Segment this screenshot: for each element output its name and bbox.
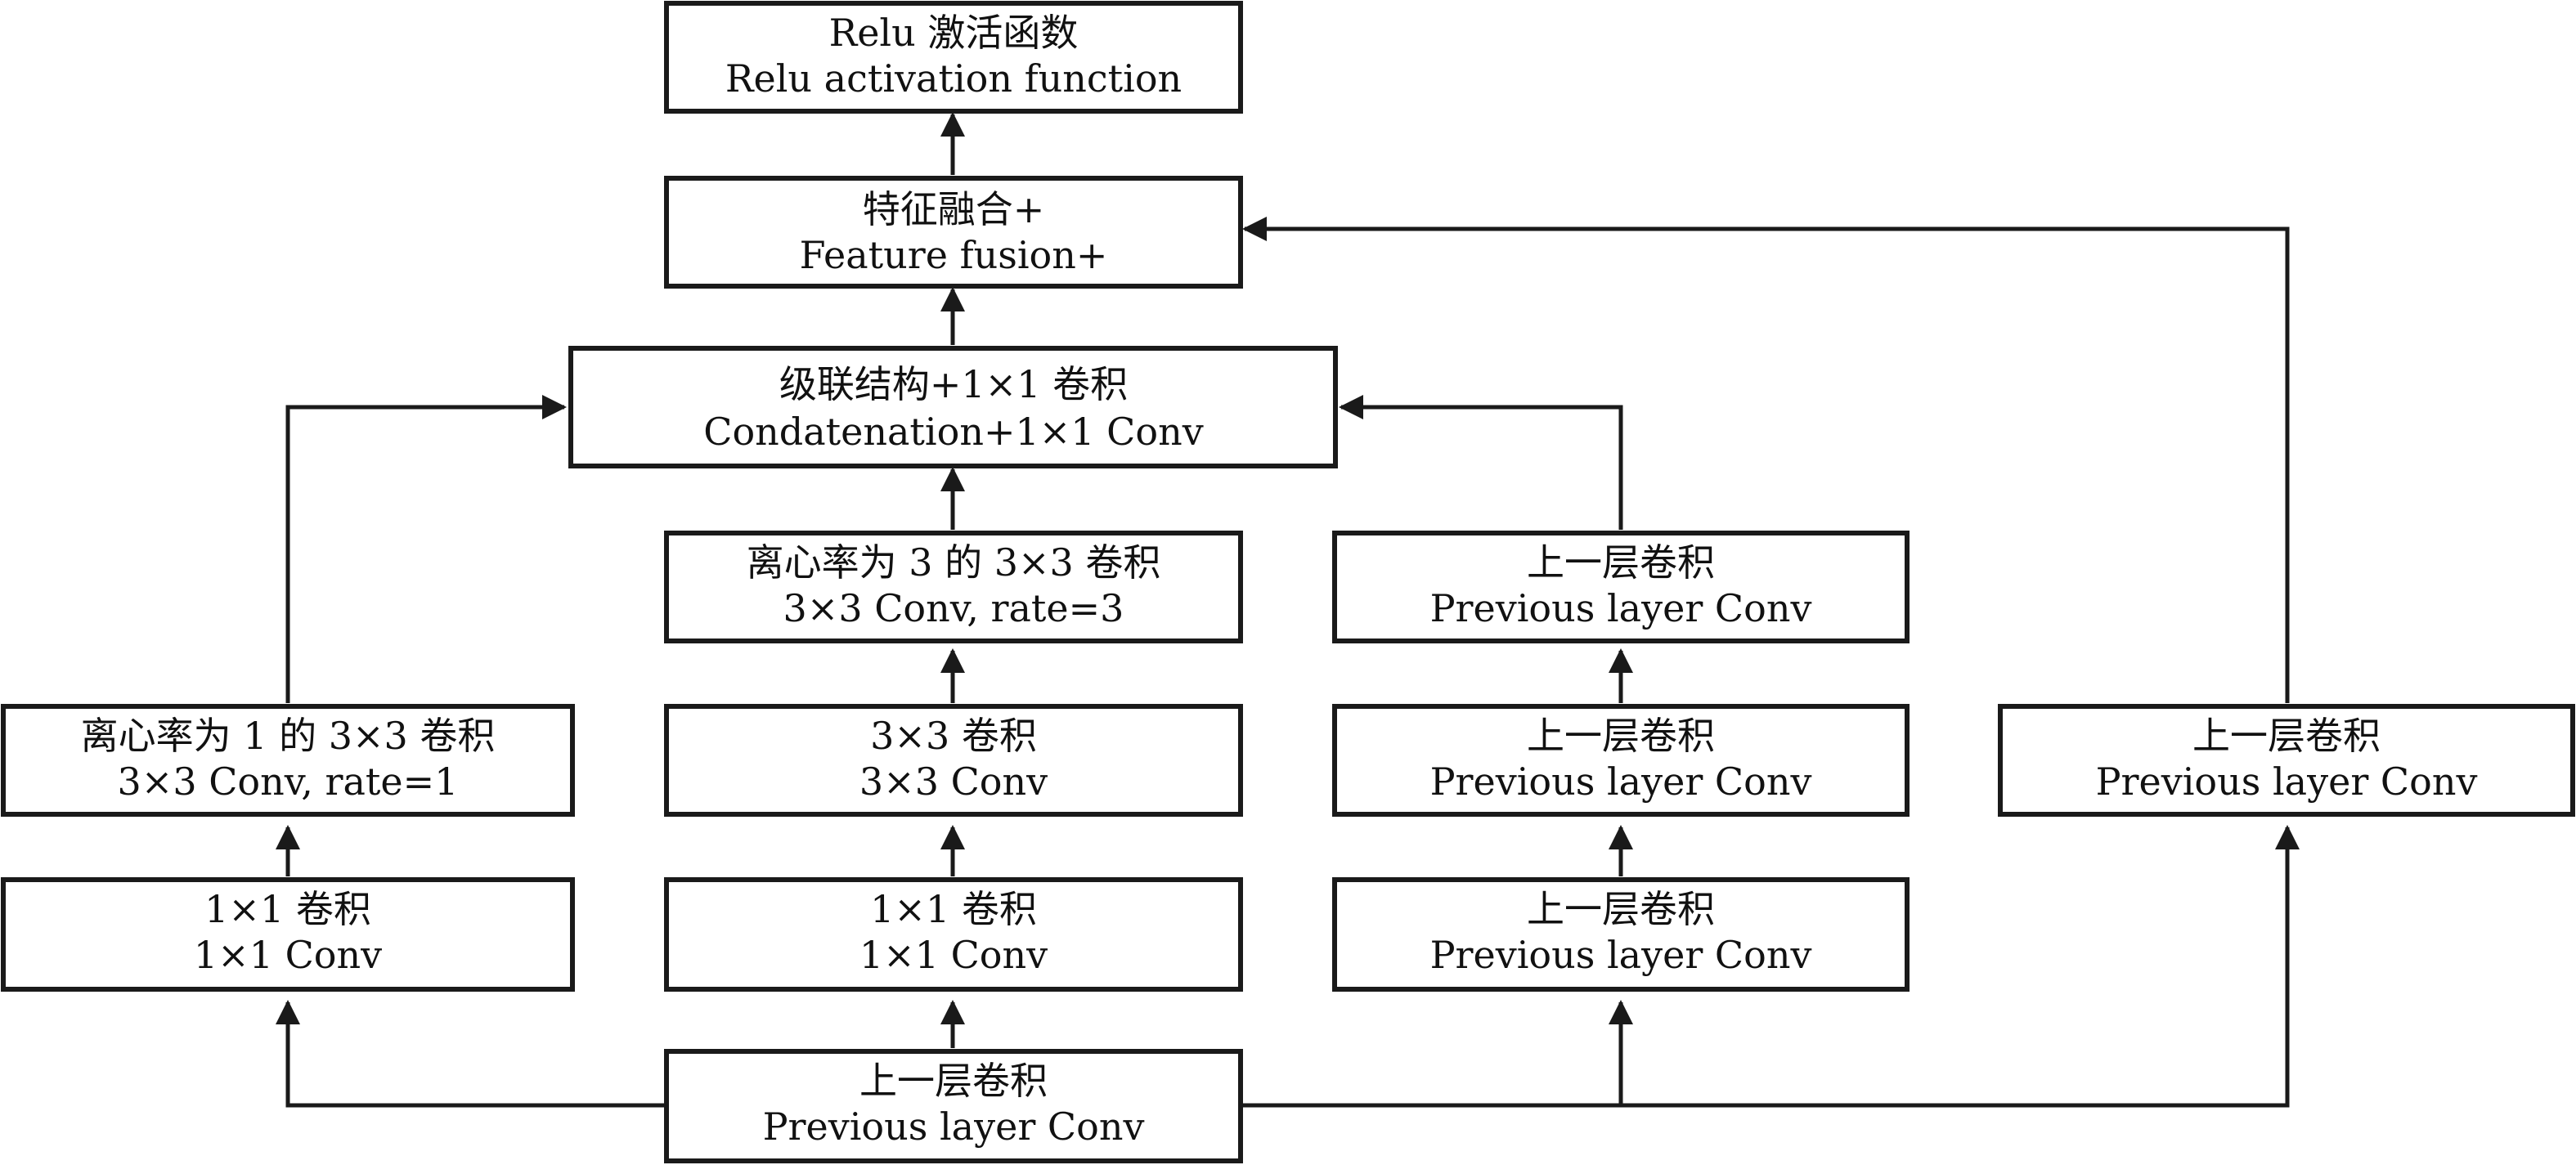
node-prev-c3-bot-zh: 上一层卷积 <box>1527 887 1715 931</box>
node-input-zh: 上一层卷积 <box>859 1059 1048 1103</box>
node-prev-right-en: Previous layer Conv <box>2096 759 2478 804</box>
edge-prev-right-to-fusion <box>1242 217 2290 703</box>
node-rate1-zh: 离心率为 1 的 3×3 卷积 <box>81 714 496 758</box>
node-conv3x3: 3×3 卷积 3×3 Conv <box>664 704 1243 817</box>
node-prev-c3-top-zh: 上一层卷积 <box>1527 540 1715 585</box>
node-prev-conv-col3-top: 上一层卷积 Previous layer Conv <box>1332 531 1910 643</box>
node-conv1x1-mid-en: 1×1 Conv <box>859 933 1048 977</box>
node-concatenation: 级联结构+1×1 卷积 Condatenation+1×1 Conv <box>568 346 1338 468</box>
node-prev-c3-mid-zh: 上一层卷积 <box>1527 714 1715 758</box>
node-concat-zh: 级联结构+1×1 卷积 <box>779 362 1128 406</box>
node-conv1x1-left-zh: 1×1 卷积 <box>204 887 371 931</box>
node-relu: Relu 激活函数 Relu activation function <box>664 1 1243 114</box>
edge-rate1-to-concat <box>285 395 567 703</box>
node-feature-fusion: 特征融合+ Feature fusion+ <box>664 176 1243 289</box>
node-rate1-en: 3×3 Conv, rate=1 <box>118 759 459 804</box>
node-prev-conv-right: 上一层卷积 Previous layer Conv <box>1998 704 2575 817</box>
node-prev-conv-col3-bottom: 上一层卷积 Previous layer Conv <box>1332 877 1910 992</box>
node-conv1x1-mid-zh: 1×1 卷积 <box>870 887 1037 931</box>
edge-input-to-conv1x1-left <box>276 1000 666 1108</box>
node-prev-conv-col3-mid: 上一层卷积 Previous layer Conv <box>1332 704 1910 817</box>
node-prev-conv-input: 上一层卷积 Previous layer Conv <box>664 1049 1243 1163</box>
edge-input-to-prev-right <box>1621 825 2300 1108</box>
node-input-en: Previous layer Conv <box>763 1105 1145 1149</box>
node-conv1x1-mid: 1×1 卷积 1×1 Conv <box>664 877 1243 992</box>
node-rate3-en: 3×3 Conv, rate=3 <box>783 586 1124 630</box>
node-relu-zh: Relu 激活函数 <box>829 11 1079 55</box>
node-conv3x3-en: 3×3 Conv <box>859 759 1048 804</box>
node-fusion-en: Feature fusion+ <box>800 233 1108 277</box>
node-concat-en: Condatenation+1×1 Conv <box>703 410 1203 454</box>
edges <box>276 112 2300 1108</box>
node-conv3x3-zh: 3×3 卷积 <box>870 714 1037 758</box>
node-dilated-conv-rate3: 离心率为 3 的 3×3 卷积 3×3 Conv, rate=3 <box>664 531 1243 643</box>
node-dilated-conv-rate1: 离心率为 1 的 3×3 卷积 3×3 Conv, rate=1 <box>1 704 575 817</box>
node-relu-en: Relu activation function <box>725 56 1182 101</box>
node-fusion-zh: 特征融合+ <box>863 187 1045 231</box>
node-prev-right-zh: 上一层卷积 <box>2192 714 2381 758</box>
node-rate3-zh: 离心率为 3 的 3×3 卷积 <box>747 540 1161 585</box>
node-conv1x1-left: 1×1 卷积 1×1 Conv <box>1 877 575 992</box>
node-conv1x1-left-en: 1×1 Conv <box>194 933 382 977</box>
edge-input-to-prev-c3-bottom <box>1241 1000 1633 1108</box>
node-prev-c3-top-en: Previous layer Conv <box>1430 586 1812 630</box>
node-prev-c3-bot-en: Previous layer Conv <box>1430 933 1812 977</box>
edge-prev-c3-top-to-concat <box>1339 395 1623 530</box>
node-prev-c3-mid-en: Previous layer Conv <box>1430 759 1812 804</box>
